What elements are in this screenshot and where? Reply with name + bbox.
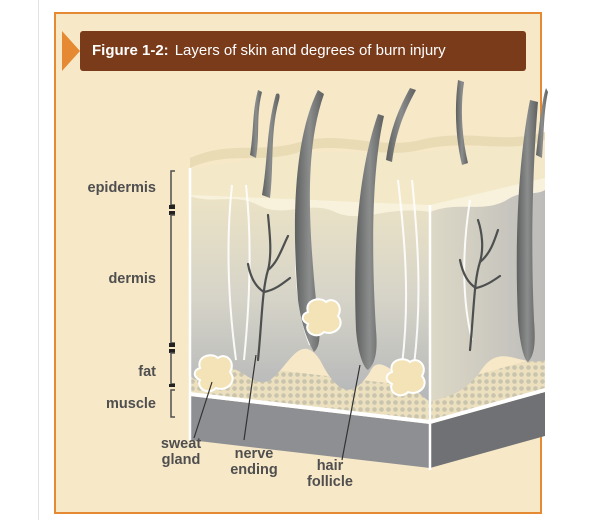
muscle-layer bbox=[190, 386, 545, 468]
label-epidermis: epidermis bbox=[87, 180, 157, 196]
figure-caption: Layers of skin and degrees of burn injur… bbox=[174, 42, 446, 59]
label-fat: fat bbox=[138, 364, 156, 380]
label-sweat-gland: sweat gland bbox=[160, 436, 202, 468]
figure-number: Figure 1-2: bbox=[92, 42, 169, 59]
label-dermis: dermis bbox=[108, 271, 156, 287]
sweat-glands bbox=[193, 298, 426, 397]
page-left-rule bbox=[38, 0, 39, 520]
cube-edges bbox=[188, 168, 432, 470]
hair-strands bbox=[250, 80, 548, 370]
banner-arrow bbox=[62, 31, 80, 71]
layer-brackets bbox=[169, 170, 175, 418]
label-nerve-ending: nerve ending bbox=[230, 446, 278, 478]
figure-caption-banner: Figure 1-2: Layers of skin and degrees of… bbox=[80, 31, 526, 71]
callout-lines bbox=[193, 354, 361, 461]
label-muscle: muscle bbox=[106, 396, 156, 412]
label-hair-follicle: hair follicle bbox=[307, 458, 353, 490]
nerve-endings bbox=[246, 213, 502, 362]
